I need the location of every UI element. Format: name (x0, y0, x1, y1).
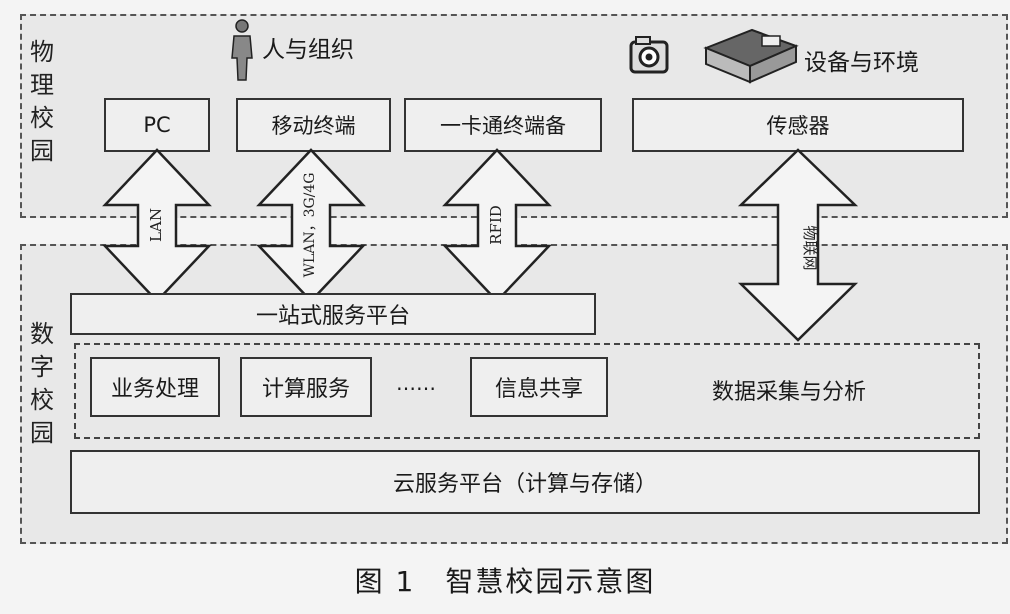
data-collection-analysis-label: 数据采集与分析 (712, 380, 867, 405)
rfid-arrow-label: RFID (487, 205, 505, 245)
info-sharing-box: 信息共享 (470, 357, 608, 417)
camera-icon (629, 36, 669, 74)
business-processing-box: 业务处理 (90, 357, 220, 417)
pc-box: PC (104, 98, 210, 152)
device-icon (703, 28, 799, 84)
iot-arrow (737, 148, 859, 342)
services-container (74, 343, 980, 439)
iot-arrow-label: 物联网 (801, 225, 819, 270)
sensor-box: 传感器 (632, 98, 964, 152)
wlan-arrow-label: WLAN，3G/4G (302, 173, 318, 278)
ellipsis: …… (396, 371, 436, 395)
people-org-label: 人与组织 (262, 37, 354, 63)
one-stop-service-platform: 一站式服务平台 (70, 293, 596, 335)
digital-campus-label: 数字校园 (30, 320, 54, 447)
equipment-env-label: 设备与环境 (804, 50, 919, 76)
computing-service-box: 计算服务 (240, 357, 372, 417)
physical-campus-label: 物理校园 (30, 38, 54, 165)
cloud-service-platform: 云服务平台（计算与存储） (70, 450, 980, 514)
figure-caption: 图 1 智慧校园示意图 (354, 565, 656, 598)
mobile-terminal-box: 移动终端 (236, 98, 391, 152)
lan-arrow-label: LAN (147, 208, 165, 242)
person-icon (231, 19, 253, 81)
campus-card-terminal-box: 一卡通终端备 (404, 98, 602, 152)
